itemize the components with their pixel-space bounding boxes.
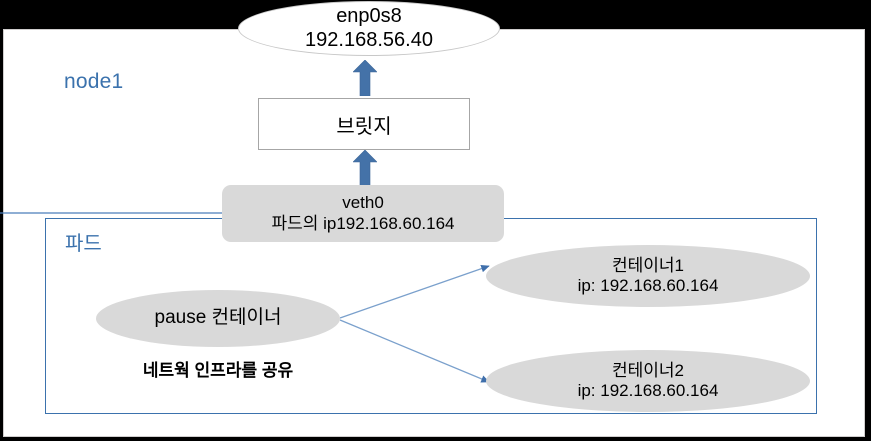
pod-label: 파드 (65, 233, 102, 255)
host-interface-ellipse: enp0s8 192.168.56.40 (238, 1, 500, 56)
host-interface-name: enp0s8 (336, 4, 402, 27)
bridge-box: 브릿지 (258, 98, 470, 150)
node1-label: node1 (64, 70, 124, 93)
pause-container-label: pause 컨테이너 (154, 307, 282, 329)
container2-name: 컨테이너2 (611, 360, 684, 380)
shared-network-note: 네트웍 인프라를 공유 (142, 361, 294, 380)
container1-name: 컨테이너1 (611, 255, 684, 275)
container2-ip: ip: 192.168.60.164 (577, 381, 719, 400)
veth0-box: veth0 파드의 ip192.168.60.164 (222, 185, 504, 242)
pause-container-ellipse: pause 컨테이너 (96, 290, 340, 347)
container1-ip: ip: 192.168.60.164 (577, 276, 719, 295)
host-interface-ip: 192.168.56.40 (305, 28, 433, 51)
veth0-ip-label: 파드의 ip192.168.60.164 (271, 213, 455, 233)
bridge-label: 브릿지 (336, 115, 392, 138)
container2-ellipse: 컨테이너2 ip: 192.168.60.164 (486, 350, 810, 412)
veth0-name: veth0 (342, 193, 384, 213)
container1-ellipse: 컨테이너1 ip: 192.168.60.164 (486, 245, 810, 307)
veth0-to-bridge-arrow-icon (353, 150, 377, 186)
bridge-to-enp0s8-arrow-icon (353, 60, 377, 96)
